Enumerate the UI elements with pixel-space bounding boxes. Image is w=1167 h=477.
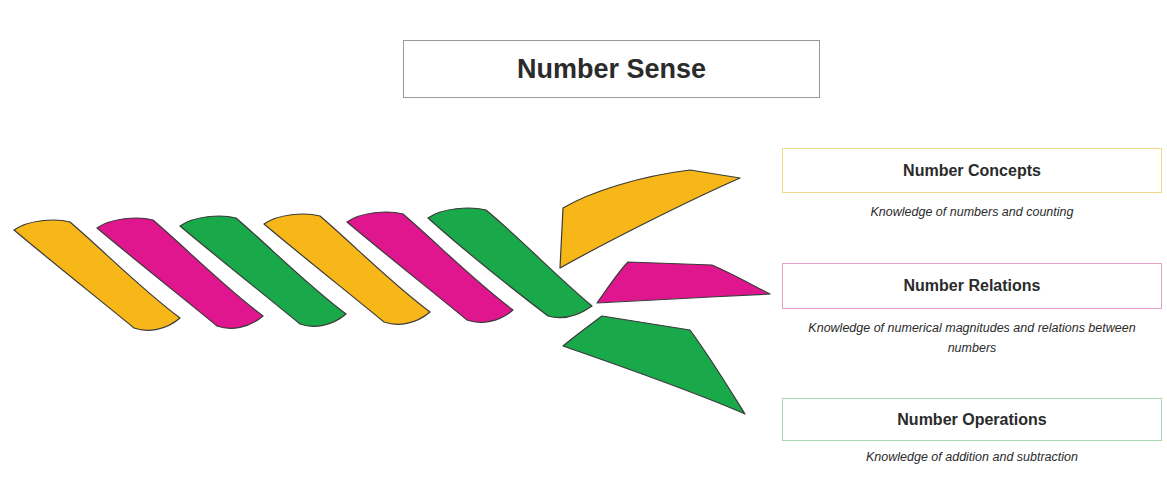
- node-description: Knowledge of addition and subtraction: [802, 447, 1142, 467]
- heading-box: Number Concepts: [782, 148, 1162, 193]
- node-description: Knowledge of numbers and counting: [802, 202, 1142, 222]
- strand-node: Number RelationsKnowledge of numerical m…: [782, 263, 1162, 358]
- node-description: Knowledge of numerical magnitudes and re…: [807, 318, 1137, 358]
- heading-box: Number Relations: [782, 263, 1162, 309]
- title: Number Sense: [517, 54, 706, 85]
- node-heading: Number Concepts: [903, 162, 1041, 180]
- strand-node: Number ConceptsKnowledge of numbers and …: [782, 148, 1162, 222]
- node-heading: Number Relations: [904, 277, 1041, 295]
- heading-box: Number Operations: [782, 398, 1162, 441]
- title-box: Number Sense: [403, 40, 820, 98]
- node-heading: Number Operations: [897, 411, 1046, 429]
- strand-end: [560, 170, 740, 268]
- strand-node: Number OperationsKnowledge of addition a…: [782, 398, 1162, 467]
- strand-end: [563, 316, 745, 414]
- strand-end: [597, 262, 770, 303]
